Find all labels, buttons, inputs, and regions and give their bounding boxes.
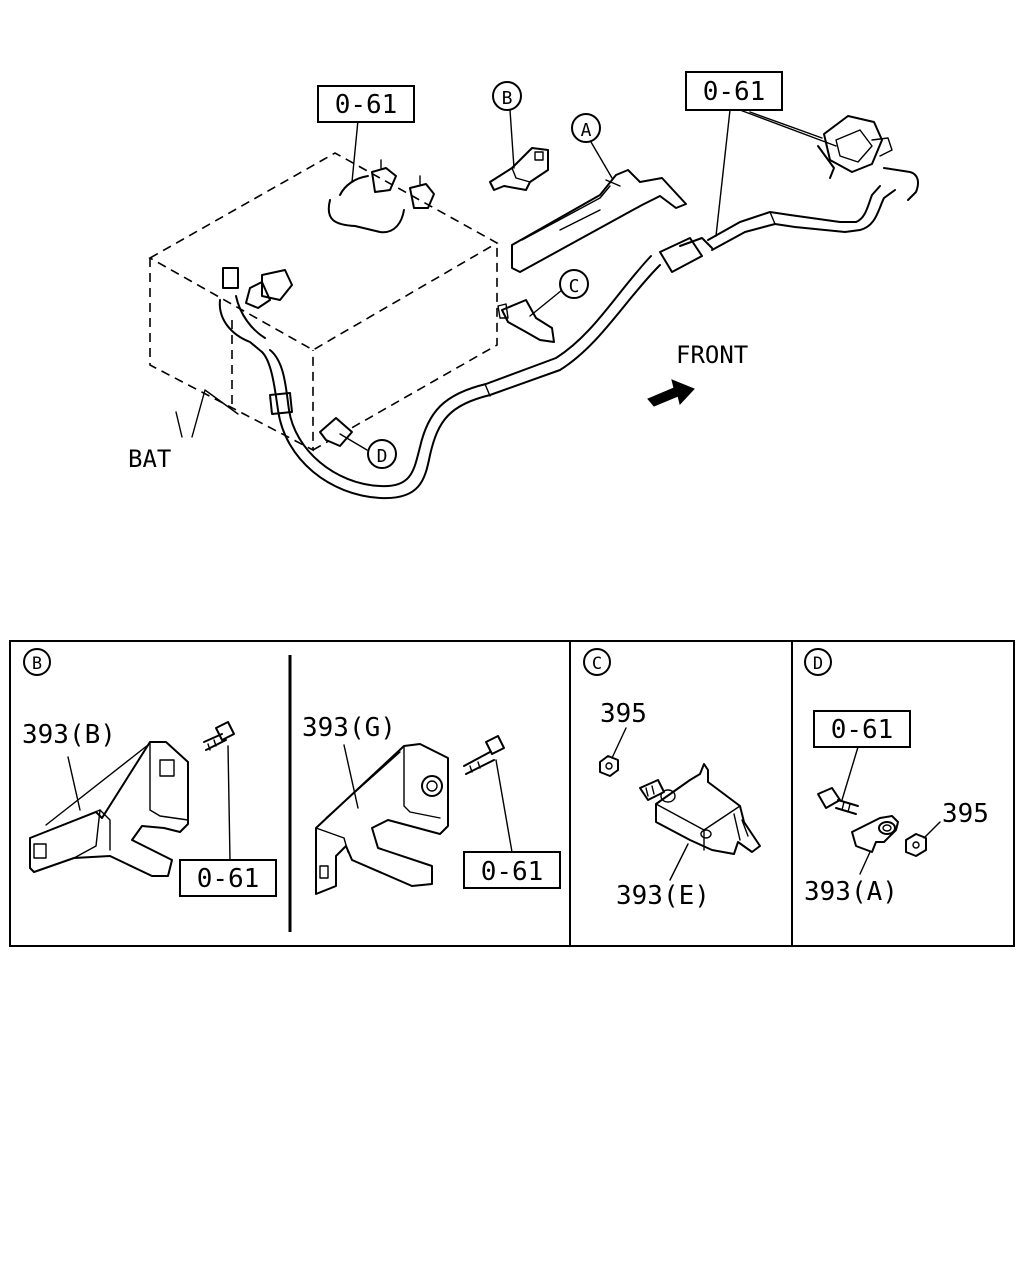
leader-395-c bbox=[611, 727, 627, 759]
bolt-393b bbox=[203, 721, 235, 751]
ref-box-393g bbox=[463, 851, 561, 889]
label-395-c: 395 bbox=[600, 699, 647, 729]
label-393a: 393(A) bbox=[804, 877, 898, 907]
svg-text:D: D bbox=[377, 446, 388, 467]
ref-box-top-right bbox=[685, 71, 783, 111]
front-arrow-icon bbox=[647, 379, 695, 407]
leader-393b-ref bbox=[227, 745, 231, 861]
battery-terminals bbox=[218, 159, 435, 353]
ref-label-393b: 0-61 bbox=[197, 864, 260, 894]
callout-d: D bbox=[367, 439, 397, 469]
nut-395-c bbox=[599, 755, 619, 777]
label-393g: 393(G) bbox=[302, 713, 396, 743]
bolt-393g bbox=[463, 735, 505, 775]
leader-393g bbox=[343, 744, 359, 809]
leader-393a-ref bbox=[841, 746, 859, 801]
panel-c-badge bbox=[583, 648, 611, 676]
nut-395-d bbox=[905, 833, 927, 857]
panel-c: C 395 393(E) bbox=[583, 648, 761, 911]
svg-text:A: A bbox=[581, 120, 592, 141]
leader-393e bbox=[669, 843, 689, 881]
callout-b: B bbox=[492, 81, 522, 111]
leader-393g-ref bbox=[495, 759, 513, 853]
bracket-d bbox=[319, 417, 353, 447]
bracket-a bbox=[511, 169, 687, 273]
svg-text:C: C bbox=[569, 276, 580, 297]
panel-b-title: B bbox=[32, 654, 42, 674]
starter-connector bbox=[817, 115, 893, 179]
bolt-393e bbox=[639, 779, 665, 801]
bracket-393e bbox=[655, 763, 761, 855]
callout-c: C bbox=[559, 269, 589, 299]
bracket-393g bbox=[315, 743, 449, 895]
bracket-393b bbox=[29, 741, 189, 877]
ref-label-393a: 0-61 bbox=[831, 715, 894, 745]
panel-d-badge bbox=[804, 648, 832, 676]
battery bbox=[148, 152, 499, 452]
label-393e: 393(E) bbox=[616, 881, 710, 911]
ref-box-top-left bbox=[317, 85, 415, 123]
ref-label-top-left: 0-61 bbox=[335, 90, 398, 120]
panel-d-title: D bbox=[813, 654, 823, 674]
bat-label: BAT bbox=[128, 445, 171, 473]
label-393b: 393(B) bbox=[22, 720, 116, 750]
bolt-393a bbox=[817, 787, 859, 815]
ref-label-top-right: 0-61 bbox=[703, 77, 766, 107]
front-label: FRONT bbox=[676, 341, 748, 369]
ref-box-393a bbox=[813, 710, 911, 748]
detail-panels: B 393(B) 0-61 bbox=[9, 640, 1015, 947]
ref-box-393b bbox=[179, 859, 277, 897]
leader-393a bbox=[859, 851, 871, 875]
bracket-b bbox=[489, 147, 549, 191]
svg-text:B: B bbox=[502, 88, 513, 109]
bracket-c bbox=[497, 299, 555, 343]
leader-lines bbox=[175, 109, 837, 451]
label-395-d: 395 bbox=[942, 799, 989, 829]
main-assembly: 0-61 0-61 B A C D BAT FRONT bbox=[128, 71, 919, 500]
panel-c-title: C bbox=[592, 654, 602, 674]
panel-d: D 0-61 395 393(A) bbox=[804, 648, 989, 907]
panel-b: B 393(B) 0-61 bbox=[22, 648, 561, 897]
bracket-393a bbox=[851, 815, 899, 853]
main-cable bbox=[261, 167, 919, 500]
panel-b-badge bbox=[23, 648, 51, 676]
ref-label-393g: 0-61 bbox=[481, 857, 544, 887]
callout-a: A bbox=[571, 113, 601, 143]
leader-393b bbox=[67, 756, 81, 811]
leader-395-d bbox=[923, 821, 941, 839]
